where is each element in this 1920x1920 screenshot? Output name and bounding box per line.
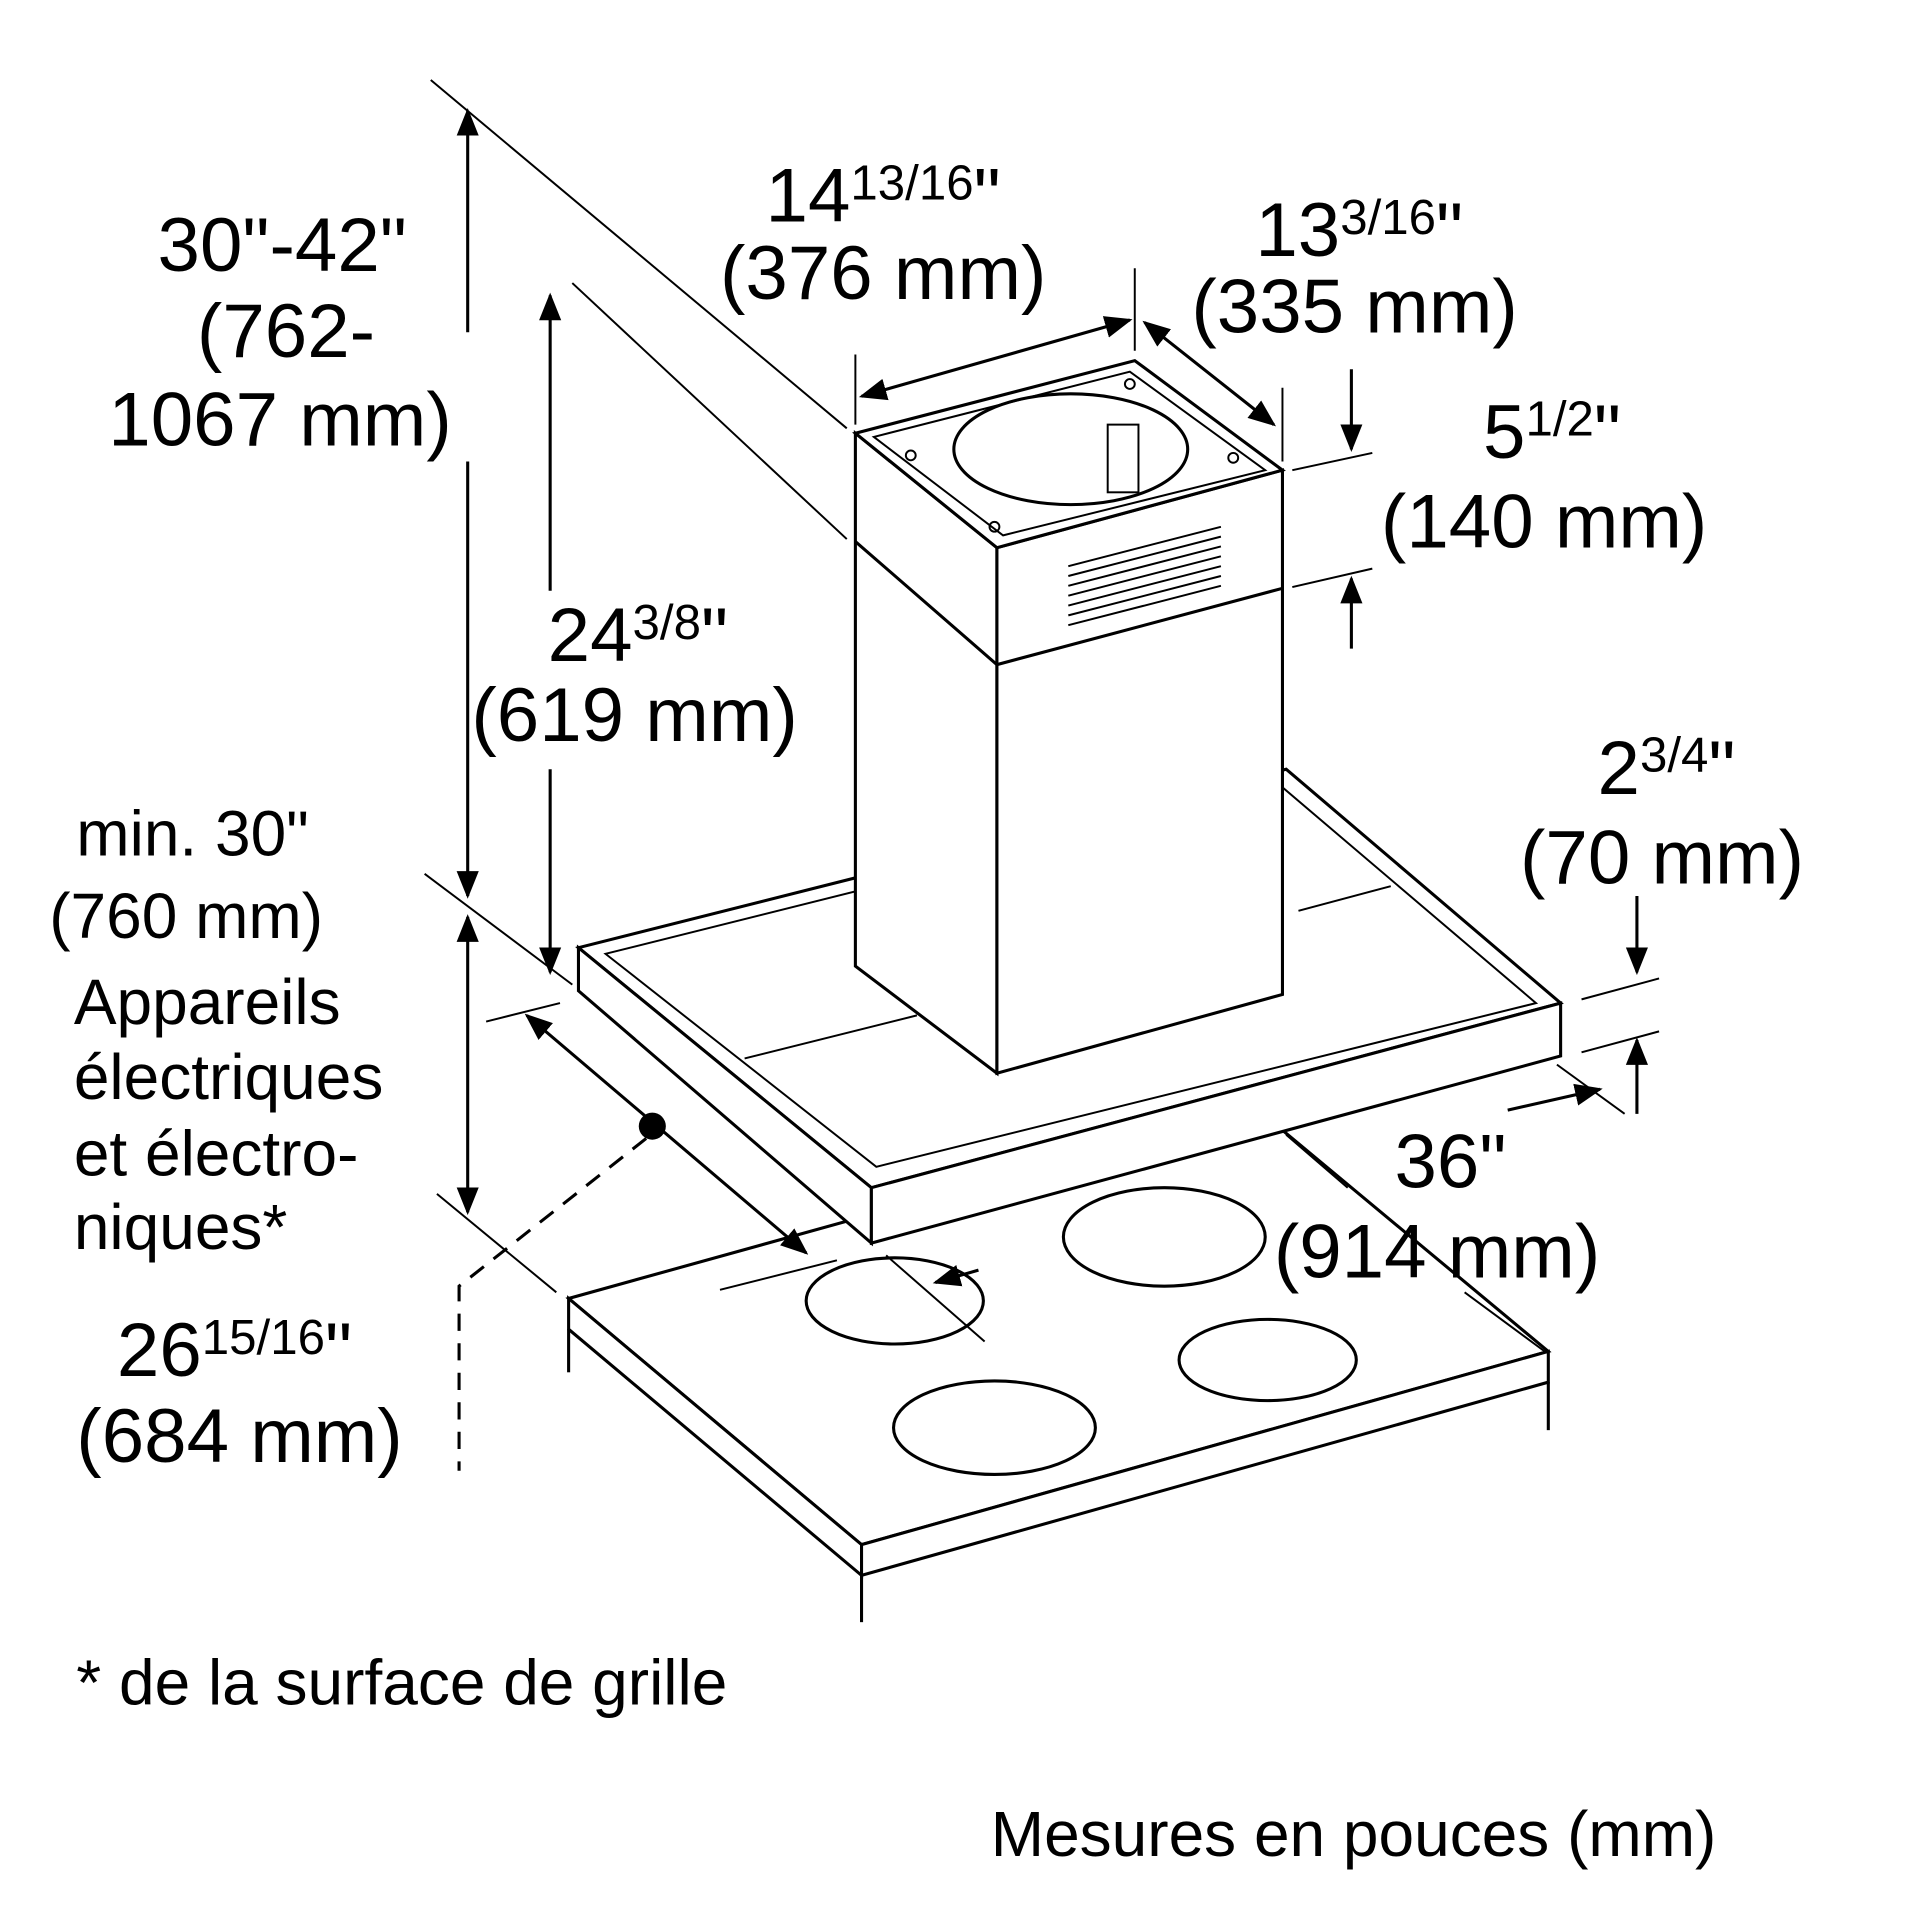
burner [1061,1186,1267,1288]
reference-point [638,1112,666,1140]
mount-height-line1: 30"-42" [158,203,407,288]
min-clearance-line2: (760 mm) [49,880,323,952]
chimney-band-label: 51/2" [1483,390,1621,475]
top-depth-label: 133/16" [1255,188,1463,273]
depth-label: 2615/16" [117,1308,352,1393]
chimney-band-metric: (140 mm) [1381,480,1707,565]
top-width-label: 1413/16" [766,154,1001,239]
width-metric: (914 mm) [1274,1210,1600,1295]
mount-height-line2: (762- [197,289,375,374]
min-clearance-line3: Appareils [74,966,341,1038]
width-label: 36" [1394,1120,1506,1205]
top-depth-metric: (335 mm) [1191,264,1517,349]
depth-metric: (684 mm) [76,1394,402,1479]
dimension-lines [424,79,1660,1471]
min-clearance-line5: et électro- [74,1117,359,1189]
burner [892,1379,1097,1477]
hood-chimney [852,358,1286,1077]
top-width-metric: (376 mm) [720,231,1046,316]
burner [804,1256,985,1346]
units-note: Mesures en pouces (mm) [991,1798,1717,1870]
chimney-height-label: 243/8" [548,593,728,678]
canopy-thickness-metric: (70 mm) [1520,816,1804,901]
min-clearance-line1: min. 30" [76,797,309,869]
footnote: * de la surface de grille [76,1647,727,1719]
min-clearance-line6: niques* [74,1191,287,1263]
burner [1177,1317,1358,1403]
mount-height-line3: 1067 mm) [108,378,451,463]
canopy-thickness-label: 23/4" [1598,726,1736,811]
min-clearance-line4: électriques [74,1041,384,1113]
cooktop [565,1105,1552,1623]
chimney-height-metric: (619 mm) [471,673,797,758]
